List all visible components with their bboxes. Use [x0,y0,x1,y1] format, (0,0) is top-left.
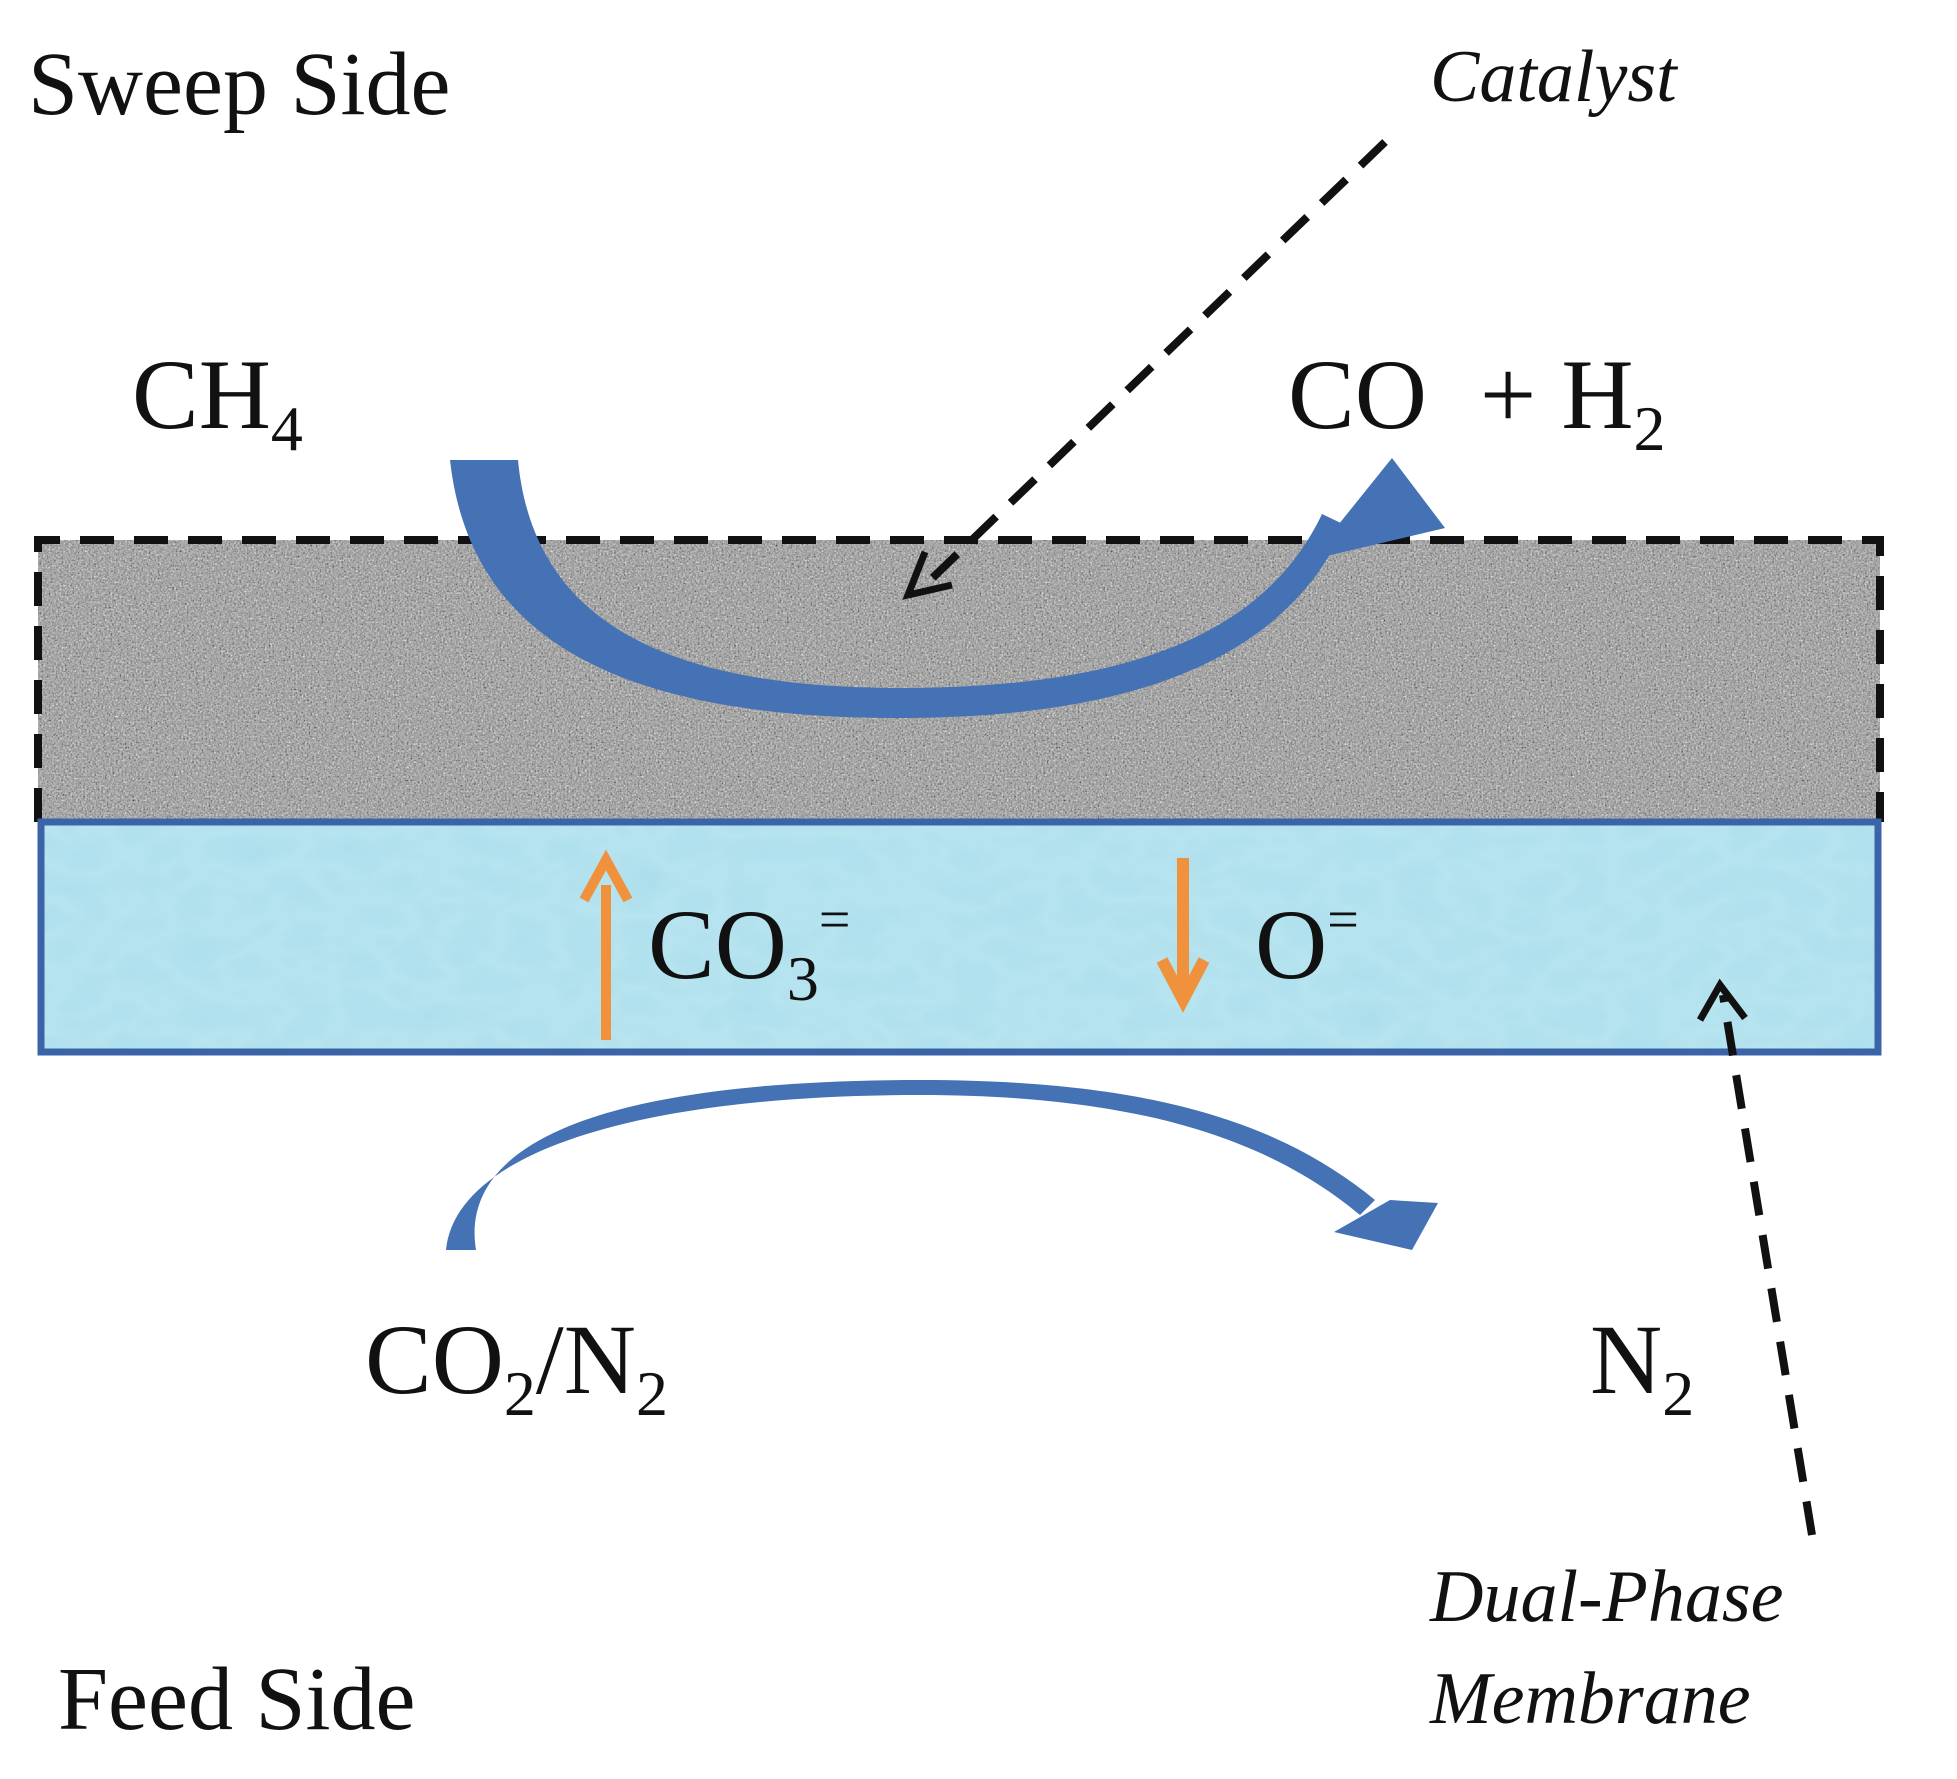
membrane-layer-texture [41,822,1878,1052]
catalyst-layer [34,536,1884,822]
feed-side-label: Feed Side [58,1650,416,1749]
catalyst-pointer [902,139,1388,600]
o-down-arrow [1156,858,1210,1013]
membrane-layer [37,818,1882,1056]
membrane-label-line2: Membrane [1430,1658,1751,1740]
n2-out-subscript: 2 [1662,1358,1695,1429]
feed-flow-arrow-shaft [446,1080,1375,1250]
co3-subscript: 3 [786,943,819,1014]
ch4-label: CH4 [132,345,303,461]
n2-feed-subscript: 2 [635,1358,668,1429]
h2-subscript: 2 [1633,393,1666,464]
n2-out-label: N2 [1590,1310,1694,1426]
o-ion-label: O= [1255,892,1359,995]
co3-up-arrow [579,849,633,1040]
co3-up-arrow-head [579,849,633,903]
co3-ion-label: CO3= [648,892,851,1011]
h2-base: H [1561,339,1634,450]
feed-flow-arrow [446,1080,1438,1250]
plus-sign: + [1479,339,1537,450]
membrane-pointer-head [1696,978,1748,1022]
feed-flow-arrow-head [1334,1200,1438,1250]
feed-slash: / [535,1304,564,1415]
membrane-pointer [1696,978,1816,1536]
co2-subscript: 2 [503,1358,536,1429]
feed-gas-label: CO2/N2 [365,1310,668,1426]
n2-out-base: N [1590,1304,1663,1415]
o-base: O [1255,889,1328,1000]
sweep-side-label: Sweep Side [28,35,451,134]
membrane-pointer-line [1719,994,1816,1536]
ch4-base: CH [132,339,271,450]
co-product: CO [1288,339,1427,450]
membrane-border [37,818,1882,1056]
co3-charge: = [818,889,851,951]
ch4-subscript: 4 [270,393,303,464]
catalyst-layer-texture [38,540,1880,822]
sweep-flow-arrow [450,458,1445,718]
membrane-label-line1: Dual-Phase [1430,1556,1784,1638]
catalyst-pointer-head [902,550,953,600]
o-down-arrow-head [1156,957,1210,1013]
products-label: CO + H2 [1288,345,1666,461]
catalyst-label: Catalyst [1430,36,1677,118]
co2-base: CO [365,1304,504,1415]
catalyst-dashed-border [34,536,1884,822]
n2-feed-base: N [563,1304,636,1415]
sweep-flow-arrow-head [1310,458,1445,560]
co3-base: CO [648,889,787,1000]
o-charge: = [1327,889,1359,951]
